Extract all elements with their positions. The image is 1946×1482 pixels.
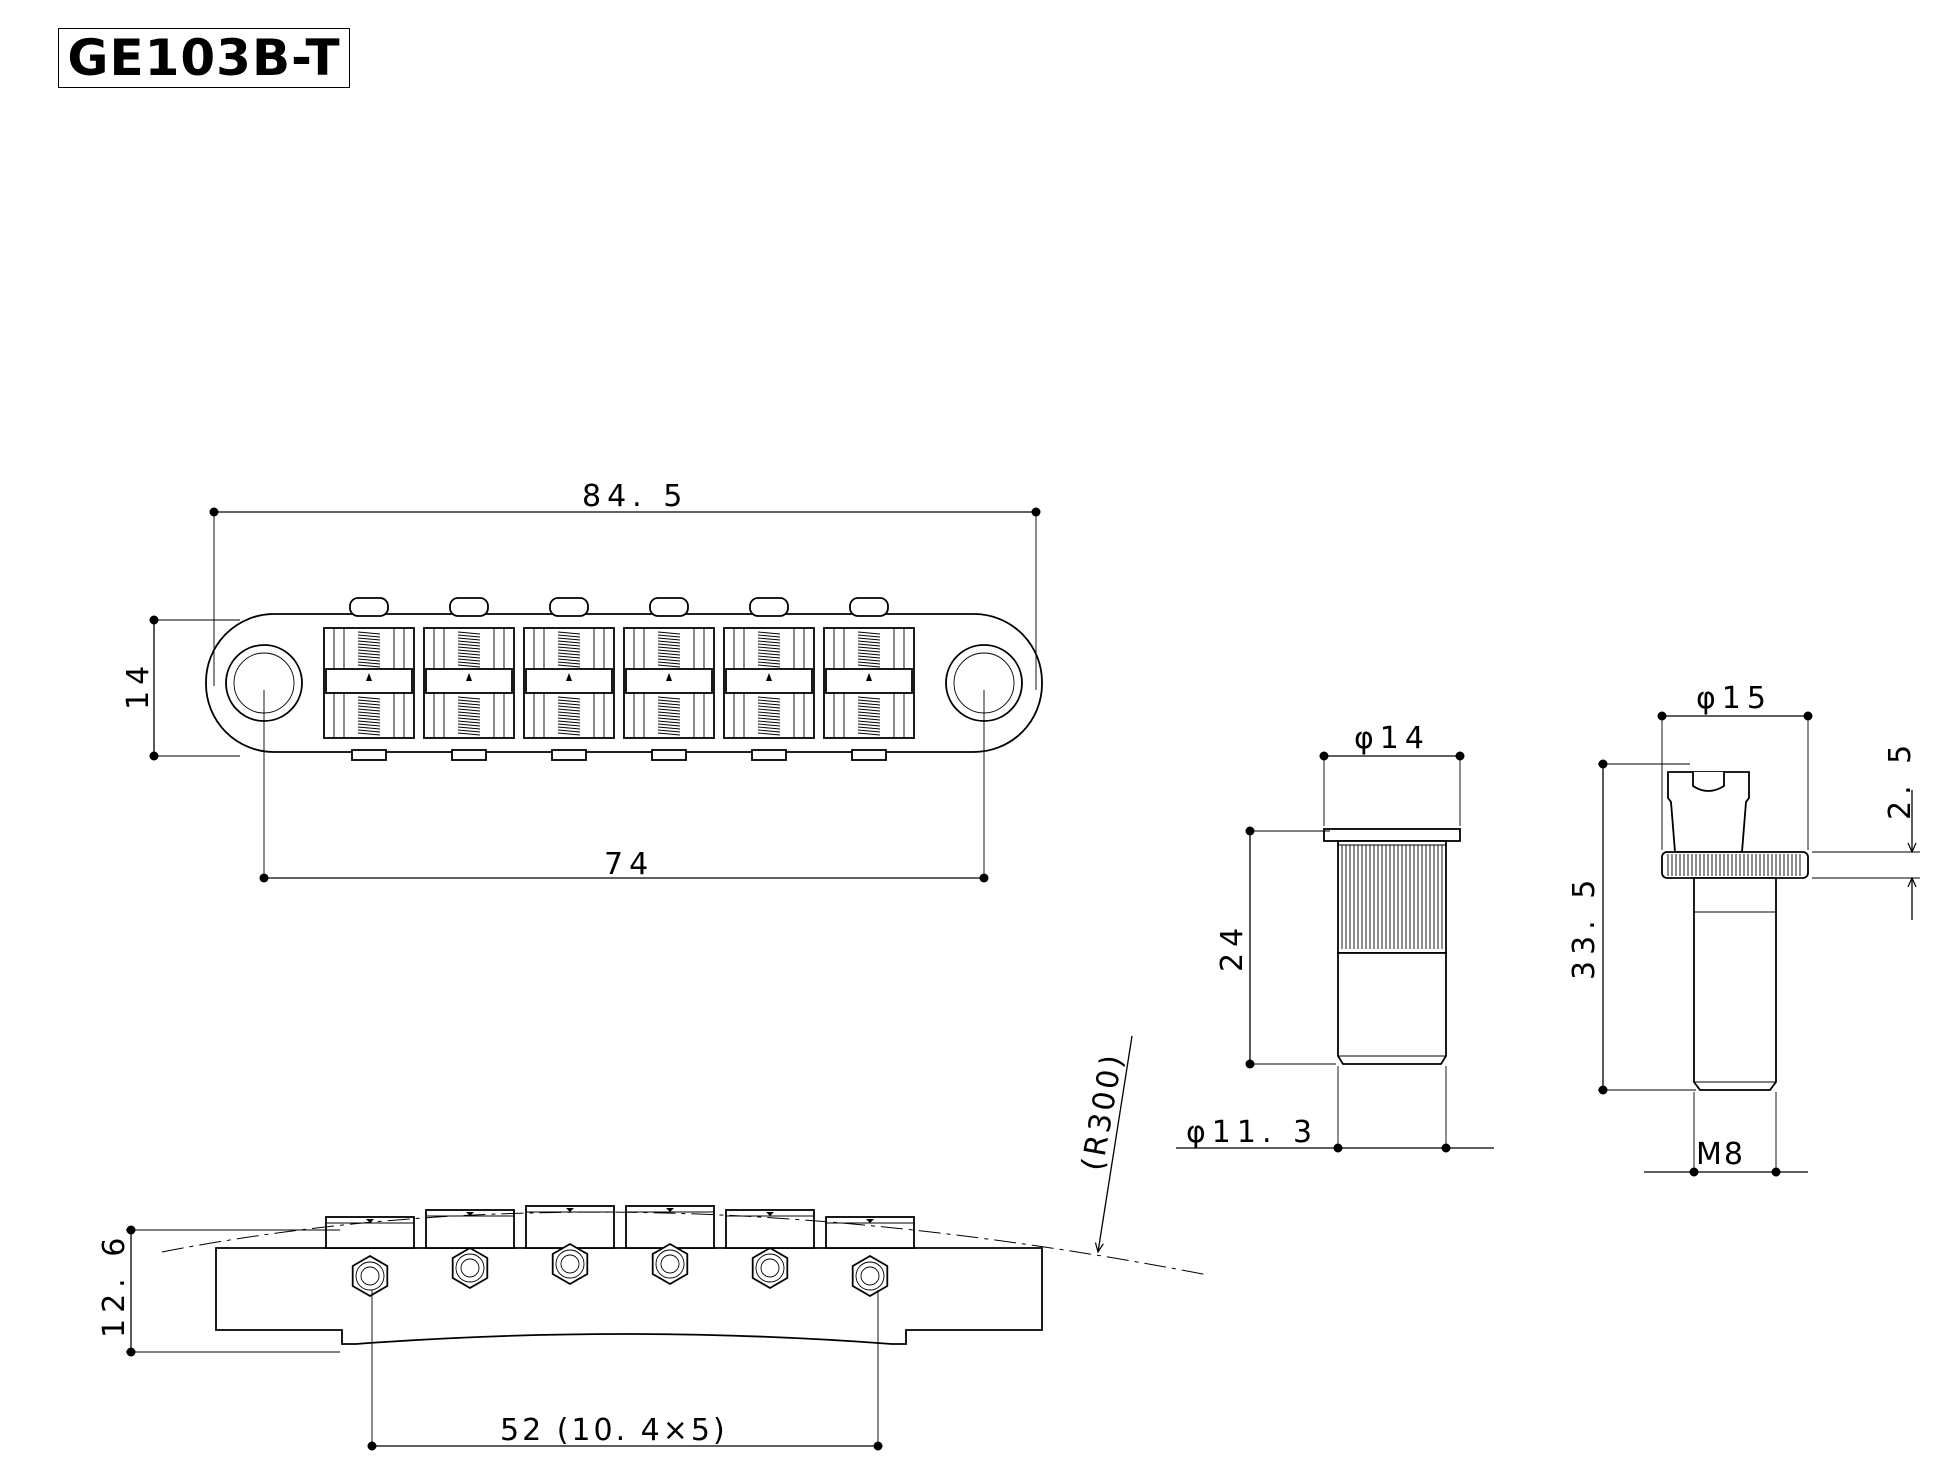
hex-nut (551, 1242, 589, 1286)
dim-thread: M8 (1644, 1092, 1808, 1177)
hex-nut (751, 1246, 789, 1290)
saddle-top (523, 597, 615, 761)
dim-bushing-inner-diameter-label: φ11. 3 (1186, 1115, 1318, 1150)
dim-post-head: 2. 5 (1812, 739, 1920, 920)
saddles-side (325, 1205, 915, 1249)
dim-post-head-label: 2. 5 (1883, 739, 1918, 820)
saddle-top (623, 597, 715, 761)
hex-nut (351, 1254, 389, 1298)
dim-bushing-length-label: 24 (1215, 922, 1250, 972)
dim-post-spacing: 74 (259, 690, 989, 883)
dim-radius-label: (R300) (1075, 1050, 1130, 1174)
saddle-top (323, 597, 415, 761)
dim-height: 14 (121, 615, 240, 761)
bridge-side-view (161, 1205, 1209, 1345)
saddle-top (423, 597, 515, 761)
dim-overall-length-label: 84. 5 (582, 479, 688, 514)
dim-saddle-spacing-label: 52 (10. 4×5) (500, 1413, 728, 1448)
hex-nut (851, 1254, 889, 1298)
dim-bushing-inner-diameter: φ11. 3 (1176, 1066, 1494, 1153)
post-knurl (1667, 854, 1801, 876)
dim-post-diameter-label: φ15 (1696, 681, 1772, 716)
dim-side-height-label: 12. 6 (97, 1232, 132, 1338)
dim-height-label: 14 (121, 660, 156, 710)
hex-nut (451, 1246, 489, 1290)
dim-bushing-diameter-label: φ14 (1354, 721, 1430, 756)
dim-side-height: 12. 6 (97, 1225, 340, 1357)
dim-post-spacing-label: 74 (604, 847, 654, 882)
saddle-top (723, 597, 815, 761)
dim-radius: (R300) (1075, 1035, 1133, 1252)
dim-post-length: 33. 5 (1567, 759, 1696, 1095)
dim-post-length-label: 33. 5 (1567, 874, 1602, 980)
dim-thread-label: M8 (1696, 1137, 1745, 1172)
dim-saddle-spacing: 52 (10. 4×5) (367, 1290, 883, 1451)
saddle-side (625, 1205, 715, 1249)
saddle-side (825, 1216, 915, 1249)
dim-overall-length: 84. 5 (209, 479, 1041, 690)
bushing-view (1323, 828, 1461, 1065)
dim-bushing-length: 24 (1215, 826, 1336, 1069)
dim-post-diameter: φ15 (1657, 681, 1813, 850)
saddle-top (823, 597, 915, 761)
bridge-top-view (205, 597, 1043, 761)
part-number-title: GE103B-T (58, 28, 350, 88)
nuts-side (351, 1242, 889, 1298)
bushing-knurl (1338, 844, 1446, 949)
dim-bushing-diameter: φ14 (1319, 721, 1465, 826)
saddle-side (425, 1209, 515, 1249)
post-view (1661, 771, 1809, 1091)
saddles-top (323, 597, 915, 761)
saddle-side (325, 1216, 415, 1249)
hex-nut (651, 1242, 689, 1286)
